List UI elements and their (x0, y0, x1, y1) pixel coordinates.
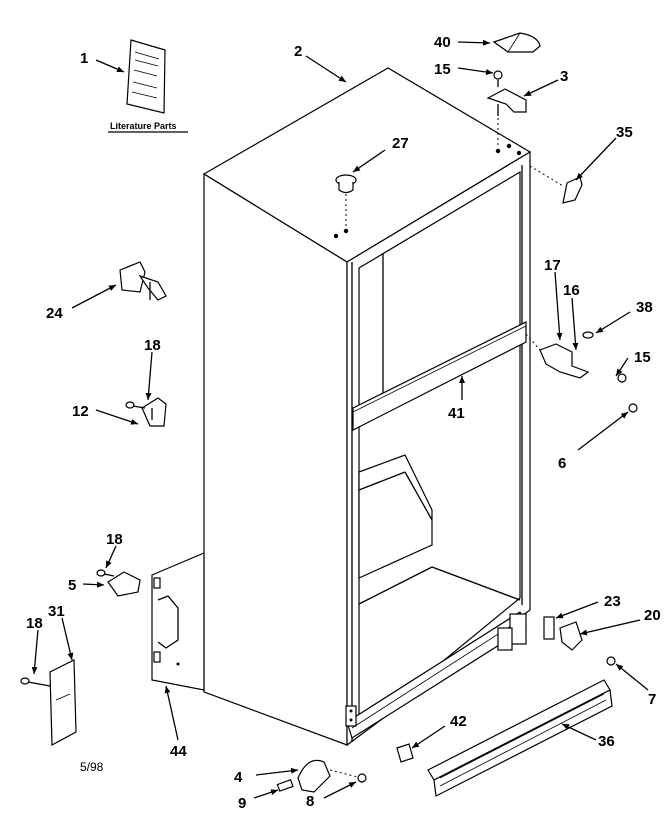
callout-9: 9 (238, 795, 246, 812)
callout-44: 44 (170, 743, 187, 760)
callout-1: 1 (80, 50, 88, 67)
callout-17: 17 (544, 257, 561, 274)
callout-38: 38 (636, 299, 653, 316)
callout-15-top: 15 (434, 61, 451, 78)
callout-18-upper: 18 (144, 337, 161, 354)
leveling-screw-8 (329, 769, 367, 783)
callout-23: 23 (604, 593, 621, 610)
hinge-shim (543, 616, 555, 640)
callout-3: 3 (560, 68, 568, 85)
hinge-washer (582, 331, 594, 339)
hinge-pin (529, 165, 583, 204)
literature-parts-label: Literature Parts (110, 121, 177, 131)
cabinet-bracket (141, 397, 167, 427)
corner-cover (49, 659, 77, 746)
leveling-screw-9 (276, 779, 294, 792)
hinge-screw-15 (617, 373, 627, 383)
literature-parts-booklet: Literature Parts (108, 39, 188, 133)
bottom-hinge-bracket (497, 613, 527, 651)
refrigerator-cabinet (202, 67, 532, 747)
hinge-screw-6 (628, 403, 638, 413)
callout-2: 2 (294, 43, 302, 60)
callout-15-right: 15 (634, 349, 651, 366)
top-hinge-cover (492, 32, 541, 53)
middle-hinge (525, 333, 590, 379)
callout-36: 36 (598, 733, 615, 750)
callout-6: 6 (558, 455, 566, 472)
side-panel (151, 552, 205, 691)
bottom-hinge-screw (606, 656, 616, 666)
callout-7: 7 (648, 691, 656, 708)
plug-button (335, 174, 357, 229)
callout-5: 5 (68, 577, 76, 594)
date-code: 5/98 (80, 760, 104, 774)
top-hinge (486, 88, 527, 146)
callout-20: 20 (644, 607, 661, 624)
screw-18-middle (96, 569, 115, 577)
callout-12: 12 (72, 403, 89, 420)
grille-clip (396, 743, 414, 763)
callout-27: 27 (392, 135, 409, 152)
callout-42: 42 (450, 713, 467, 730)
screw-18-lower (20, 677, 51, 687)
callout-31: 31 (48, 603, 65, 620)
callout-18-middle: 18 (106, 531, 123, 548)
leader-lines (31, 39, 649, 799)
callout-16: 16 (563, 282, 580, 299)
callout-4: 4 (234, 769, 243, 786)
bracket-5 (107, 571, 141, 597)
bracket-clip (119, 261, 167, 301)
callout-labels: 1 2 40 15 3 27 35 24 18 12 41 17 16 38 1… (26, 34, 661, 812)
leveling-bracket (297, 759, 331, 793)
callout-41: 41 (448, 405, 465, 422)
bottom-hinge (559, 621, 583, 651)
callout-18-lower: 18 (26, 615, 43, 632)
toe-grille (427, 679, 613, 797)
callout-40: 40 (434, 34, 451, 51)
top-hinge-screw (493, 70, 503, 87)
callout-35: 35 (616, 124, 633, 141)
screw-18-upper (125, 401, 146, 409)
callout-8: 8 (306, 793, 314, 810)
callout-24: 24 (46, 305, 63, 322)
